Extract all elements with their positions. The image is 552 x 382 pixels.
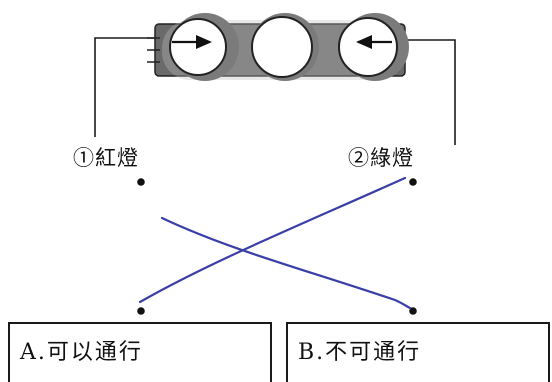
wire-green-light — [402, 39, 456, 145]
option-b-box[interactable]: B.不可通行 — [286, 322, 550, 382]
green-lamp — [338, 13, 409, 81]
dot-green-light — [409, 178, 417, 186]
option-a-box[interactable]: A.可以通行 — [8, 322, 272, 382]
dot-option-b — [409, 307, 417, 315]
green-light-label: ②綠燈 — [348, 146, 414, 170]
line-red-to-b — [160, 216, 412, 310]
traffic-light-diagram — [94, 13, 456, 315]
red-light-label: ①紅燈 — [73, 146, 139, 170]
dot-red-light — [137, 178, 145, 186]
wire-red-light — [94, 37, 160, 137]
line-green-to-a — [138, 176, 407, 304]
option-a-label: A.可以通行 — [20, 340, 143, 365]
dot-option-a — [137, 307, 145, 315]
yellow-lamp — [251, 13, 319, 81]
option-b-label: B.不可通行 — [298, 340, 422, 365]
red-lamp — [169, 13, 239, 81]
